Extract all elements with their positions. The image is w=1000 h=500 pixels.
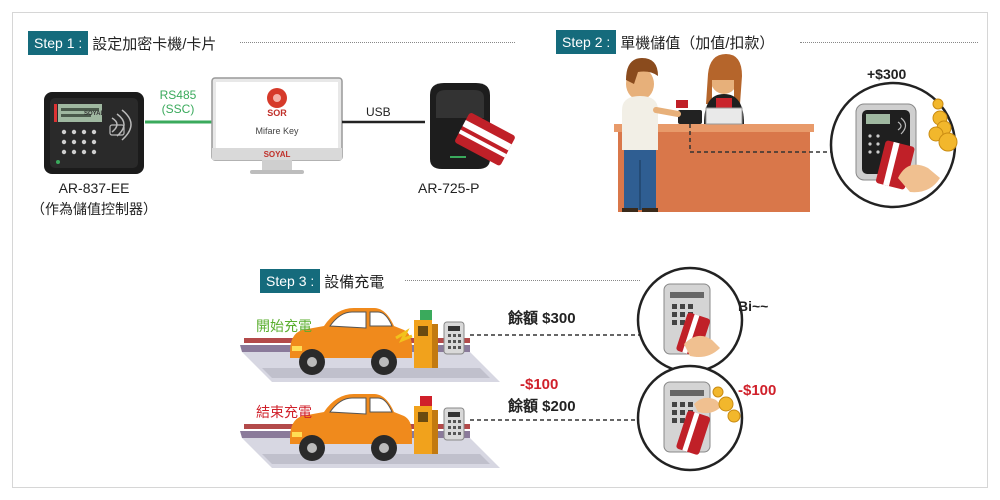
rs485-label: RS485 [159,88,197,102]
beep-circle [636,266,744,374]
car-icon-start [290,308,412,375]
controller-device-icon [44,92,144,174]
deduct-circle-label: -$100 [738,382,777,399]
step2-header: Step 2 : 單機儲值（加值/扣款） [556,30,774,54]
ssc-label: (SSC) [161,102,195,116]
diagram-frame [12,12,988,488]
monitor-brand: SOYAL [263,150,291,159]
deduct-circle [636,364,744,472]
step3-badge: Step 3 : [260,269,321,293]
step1-badge: Step 1 : [28,31,89,55]
card-icon [455,113,515,166]
controller-note: （作為儲值控制器） [31,201,157,217]
deduct-amount: -$100 [520,376,559,393]
topup-circle [829,81,958,209]
step3-header: Step 3 : 設備充電 [260,269,384,293]
store-counter-illustration [614,54,814,212]
sor-logo-text: SOR [267,108,287,118]
monitor-app-name: Mifare Key [255,126,299,136]
monitor-icon [211,77,343,174]
step3-title: 設備充電 [324,273,385,291]
step2-divider [800,42,978,43]
step2-badge: Step 2 : [556,30,617,54]
usb-label: USB [366,105,391,119]
balance-before: 餘額 $300 [508,310,576,327]
charger-station-icon-start [395,310,465,368]
beep-sound-label: Bi~~ [738,298,769,314]
topup-connector [689,124,832,153]
step1-title: 設定加密卡機/卡片 [92,35,217,53]
step1-header: Step 1 : 設定加密卡機/卡片 [28,31,216,55]
step2-title: 單機儲值（加值/扣款） [620,34,775,52]
charger-station-icon-end [414,396,465,454]
step1-divider [240,42,515,43]
charge-start-label: 開始充電 [256,318,312,334]
charge-end-label: 結束充電 [256,404,312,420]
reader-name: AR-725-P [418,180,480,196]
topup-amount: +$300 [867,66,907,82]
controller-brand: SOYAL [84,111,105,117]
controller-name: AR-837-EE [58,180,130,196]
step3-divider [405,280,640,281]
car-icon-end [290,394,412,461]
balance-after: 餘額 $200 [508,398,576,415]
